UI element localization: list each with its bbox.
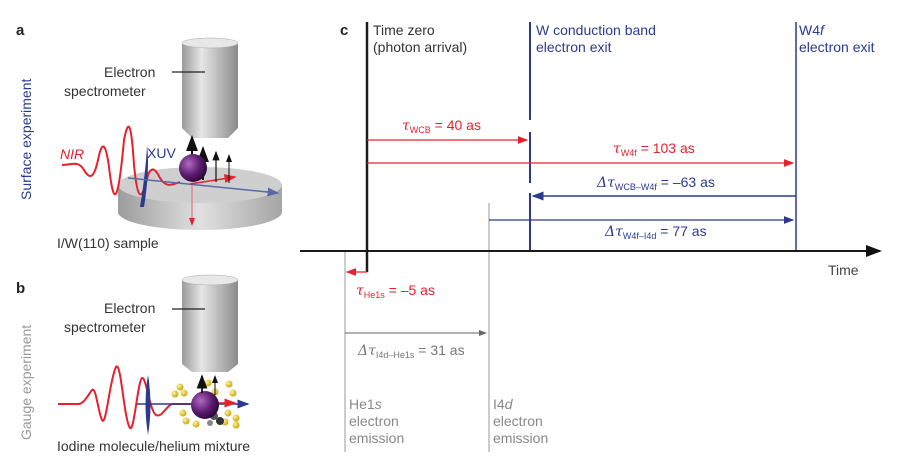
xuv-label: XUV <box>147 145 176 161</box>
nir-wave-b-icon <box>58 365 218 430</box>
tau-symbol: τ <box>402 118 410 134</box>
spectrometer-a-icon <box>181 37 239 138</box>
dtau-w4f-i4d-label: ΔτW4f–I4d = 77 as <box>605 223 707 245</box>
gauge-experiment-label: Gauge experiment <box>18 324 34 440</box>
panel-c-letter: c <box>340 22 349 39</box>
event-time-zero-line1: Time zero <box>373 22 435 38</box>
event-wcb-line1: W conduction band <box>536 22 656 38</box>
tau-wcb-label: τWCB = 40 as <box>402 117 481 139</box>
tau-symbol: Δτ <box>605 224 623 240</box>
event-wcb-line2: electron exit <box>536 39 612 55</box>
sample-label: I/W(110) sample <box>57 235 159 251</box>
event-i4d-line2: electron <box>493 413 543 429</box>
xuv-pulse-a-icon <box>140 145 148 207</box>
event-he1s-orbital: s <box>374 396 382 412</box>
tau-subscript: W4f <box>620 148 637 158</box>
event-i4d-line3: emission <box>493 430 549 446</box>
tau-value: = –5 as <box>388 282 435 298</box>
spectrometer-b-label-1: Electron <box>104 300 156 316</box>
tau-value: = 77 as <box>660 223 707 239</box>
dtau-wcb-w4f-label: ΔτWCB–W4f = –63 as <box>597 174 715 196</box>
tau-he1s-label: τHe1s = –5 as <box>356 282 435 304</box>
xuv-pulse-b-icon <box>145 375 151 435</box>
event-w4f-exit: W4f electron exit <box>799 22 874 56</box>
tau-w4f-label: τW4f = 103 as <box>613 140 695 162</box>
event-he1s-line1: He1 <box>349 396 375 412</box>
tau-symbol: Δτ <box>597 175 615 191</box>
tau-value: = 103 as <box>640 140 695 156</box>
tau-value: = 31 as <box>418 342 465 358</box>
tau-symbol: Δτ <box>358 343 376 359</box>
time-axis-label: Time <box>828 262 859 278</box>
event-he1s-emission: He1s electron emission <box>349 396 404 447</box>
event-time-zero: Time zero (photon arrival) <box>373 22 467 56</box>
event-he1s-line3: emission <box>349 430 405 446</box>
tau-subscript: I4d–He1s <box>375 350 415 360</box>
tau-subscript: He1s <box>363 290 385 300</box>
event-w4f-line2: electron exit <box>799 39 875 55</box>
mixture-label: Iodine molecule/helium mixture <box>57 438 250 454</box>
tau-value: = –63 as <box>660 174 715 190</box>
tau-symbol: τ <box>613 141 621 157</box>
event-i4d-orbital: d <box>504 396 513 412</box>
panel-a-letter: a <box>16 22 25 39</box>
tau-subscript: W4f–I4d <box>622 231 657 241</box>
iodine-molecule-icon <box>191 391 219 419</box>
spectrometer-a-label-1: Electron <box>104 64 156 80</box>
spectrometer-b-label-2: spectrometer <box>64 319 146 335</box>
panel-b-letter: b <box>16 280 26 297</box>
dtau-i4d-he1s-label: ΔτI4d–He1s = 31 as <box>358 342 465 364</box>
spectrometer-b-icon <box>181 274 239 372</box>
event-he1s-line2: electron <box>349 413 399 429</box>
event-i4d-emission: I4d electron emission <box>493 396 548 447</box>
event-time-zero-line2: (photon arrival) <box>373 39 468 55</box>
nir-wave-a-icon <box>61 125 181 196</box>
iodine-atom-a-icon <box>179 154 207 182</box>
tau-subscript: WCB–W4f <box>614 182 657 192</box>
event-i4d-line1: I4 <box>493 396 505 412</box>
nir-label: NIR <box>60 146 85 162</box>
event-w4f-line1: W4 <box>799 22 820 38</box>
surface-experiment-label: Surface experiment <box>18 78 34 200</box>
event-w4f-orbital: f <box>820 22 824 38</box>
tau-symbol: τ <box>356 283 364 299</box>
tau-value: = 40 as <box>434 117 481 133</box>
spectrometer-a-label-2: spectrometer <box>64 83 146 99</box>
tau-subscript: WCB <box>409 125 431 135</box>
event-wcb-exit: W conduction band electron exit <box>536 22 656 56</box>
